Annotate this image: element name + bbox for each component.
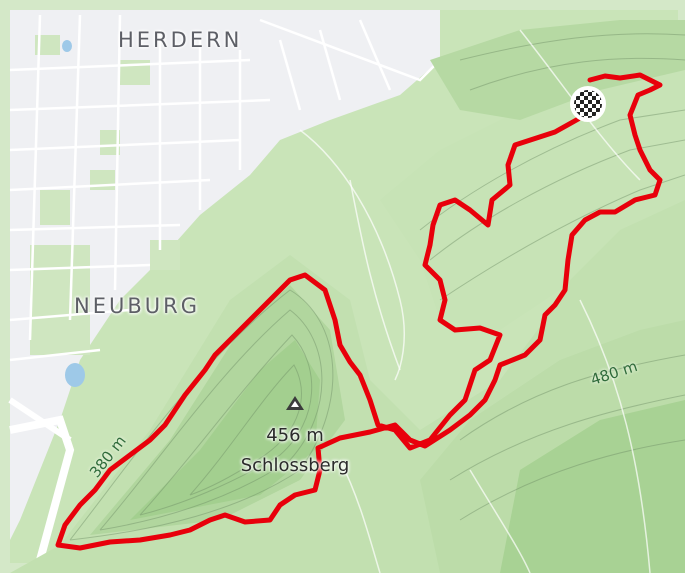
pond [65,363,85,387]
place-label-herdern: HERDERN [118,28,243,52]
finish-marker[interactable] [570,86,606,122]
forest-hills [10,20,685,573]
main-road [8,397,72,443]
place-label-neuburg: NEUBURG [74,294,200,318]
peak-name-label: Schlossberg [240,455,350,476]
hiking-route [55,72,663,551]
pond [62,40,72,52]
forest-trails [299,29,651,573]
peak-elevation-label: 456 m [266,425,324,446]
checkered-flag-icon [574,90,602,118]
street-grid [9,14,441,362]
peak-icon-highlight [291,401,299,407]
